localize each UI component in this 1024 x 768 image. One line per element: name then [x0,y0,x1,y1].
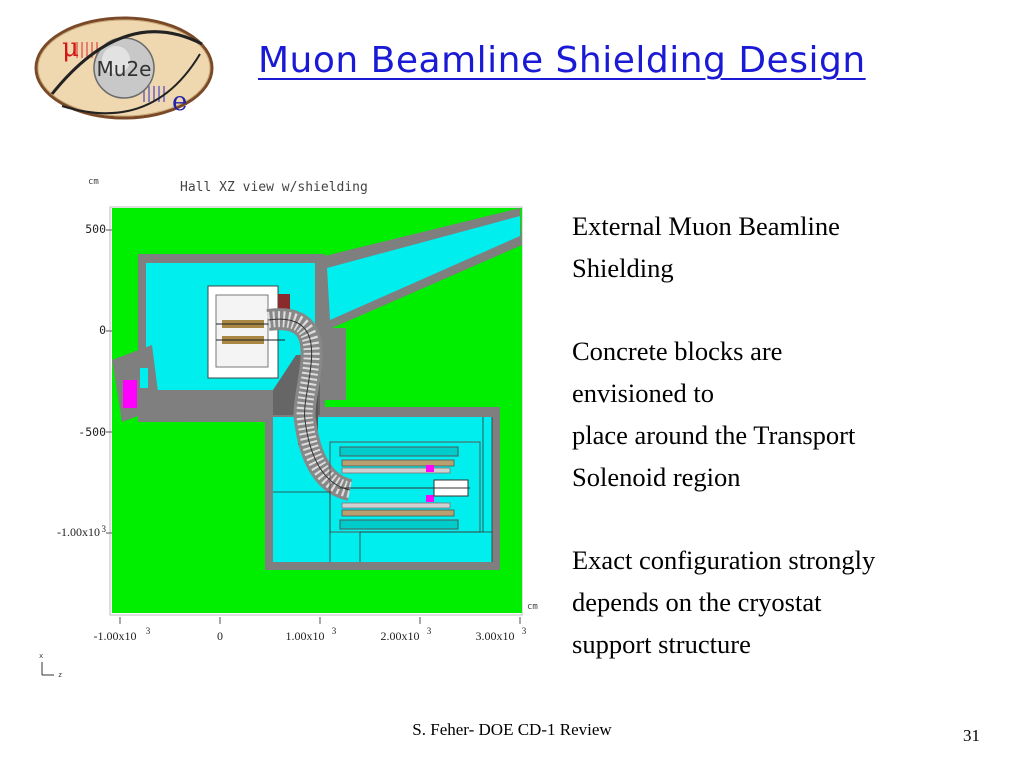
axis-orientation-icon: x z [39,652,62,679]
slide-title: Muon Beamline Shielding Design [258,40,866,81]
plot-title: Hall XZ view w/shielding [180,180,368,195]
paragraph-external-shielding: External Muon Beamline Shielding [572,211,840,283]
axis-z-label: z [58,671,62,679]
x-tick-3000: 3.00x10 [476,629,515,643]
x-tick-1000-exp: 3 [332,626,337,636]
logo-text: Mu2e [97,57,152,81]
x-tick-3000-exp: 3 [522,626,527,636]
y-tick-500: 500 [85,222,106,236]
x-tick-neg1000: -1.00x10 [94,629,137,643]
logo-mu-symbol: μ [62,33,79,63]
paragraph-concrete-blocks: Concrete blocks are envisioned to place … [572,336,856,492]
unit-label-top: cm [88,177,99,187]
slide-body-text: External Muon Beamline Shielding Concret… [572,205,992,706]
logo-e-symbol: e [172,87,187,117]
x-tick-0: 0 [217,629,223,643]
beamline-tunnel-interior [327,216,520,320]
x-tick-neg1000-exp: 3 [146,626,151,636]
page-number: 31 [963,726,980,745]
y-tick-neg500: -500 [78,425,106,439]
x-tick-2000-exp: 3 [427,626,432,636]
x-tick-2000: 2.00x10 [381,629,420,643]
x-tick-1000: 1.00x10 [286,629,325,643]
external-magenta-block [123,380,137,408]
external-cyan-block [140,368,148,388]
hall-xz-view-figure: Hall XZ view w/shielding cm cm [39,177,538,679]
y-tick-neg1000: -1.00x10 [57,525,100,539]
y-tick-0: 0 [99,323,106,337]
slide-footer: S. Feher- DOE CD-1 Review [412,720,612,739]
paragraph-exact-configuration: Exact configuration strongly depends on … [572,545,876,659]
axis-x-label: x [39,652,43,660]
unit-label-right: cm [527,602,538,612]
mu2e-logo: Mu2e μ e [34,16,214,120]
y-tick-neg1000-exp: 3 [102,524,107,534]
